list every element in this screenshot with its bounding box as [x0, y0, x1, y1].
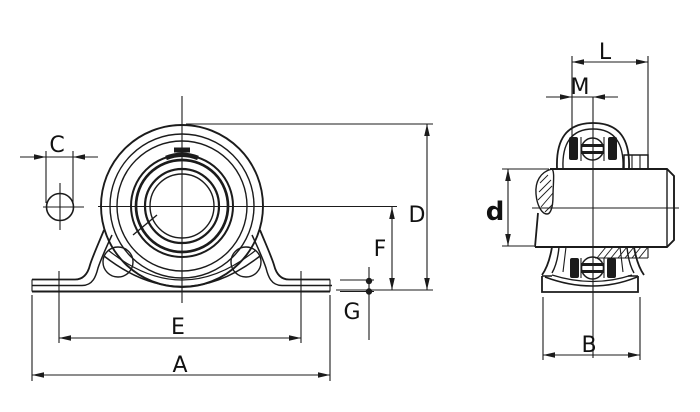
dim-d: d	[486, 168, 549, 247]
dim-D: D	[186, 123, 433, 291]
dim-label-G: G	[343, 300, 360, 325]
dim-label-F: F	[374, 237, 387, 262]
dim-A: A	[31, 295, 331, 381]
dim-L: L	[571, 40, 649, 170]
dim-label-D: D	[409, 203, 426, 228]
dim-label-E: E	[171, 315, 185, 340]
bore-tick	[132, 214, 158, 236]
dim-B: B	[542, 297, 641, 360]
dim-label-B: B	[581, 333, 596, 358]
seal-top-left	[569, 137, 578, 160]
lube-hole-mark	[165, 152, 199, 161]
lower-housing	[541, 246, 649, 293]
base-channel	[541, 274, 639, 293]
dim-label-C: C	[49, 133, 64, 158]
dim-label-M: M	[571, 75, 590, 100]
collar-hatch-band	[595, 246, 649, 259]
dim-label-L: L	[599, 40, 612, 65]
dim-G: G	[340, 267, 374, 340]
shaft-break-hatch	[537, 174, 554, 213]
dim-M: M	[546, 75, 618, 100]
dim-label-d: d	[486, 197, 505, 227]
seal-bottom-left	[570, 258, 579, 278]
set-screw-bottom	[580, 256, 605, 280]
seal-bottom-right	[607, 258, 616, 278]
front-view: C E A D F	[20, 96, 433, 381]
dim-F: F	[374, 207, 395, 290]
housing-outline	[31, 229, 332, 293]
lube-hole-bump	[174, 147, 190, 153]
seal-top-right	[608, 137, 617, 160]
dim-label-A: A	[172, 353, 187, 378]
locking-collar	[623, 154, 649, 170]
dim-C: C	[20, 133, 98, 203]
set-screw-top	[580, 137, 605, 161]
dim-E: E	[58, 271, 302, 343]
side-view: L M d B	[486, 40, 679, 360]
bolt-hole	[43, 183, 84, 230]
upper-housing	[556, 122, 630, 169]
